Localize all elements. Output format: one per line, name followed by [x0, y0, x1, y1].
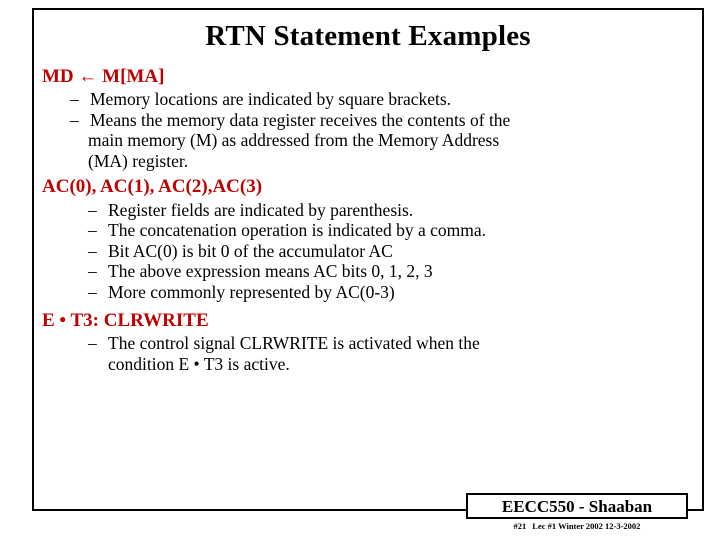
section-heading-ac: AC(0), AC(1), AC(2),AC(3)	[42, 176, 263, 198]
slide-border	[32, 8, 704, 511]
bullet-dash: –	[88, 199, 97, 220]
bullet-text: Register fields are indicated by parenth…	[108, 199, 414, 220]
bullet-item: – The above expression means AC bits 0, …	[88, 261, 692, 281]
bullet-text: (MA) register.	[88, 150, 189, 171]
bullet-continuation: condition E • T3 is active.	[108, 354, 692, 374]
bullet-dash: –	[70, 89, 79, 110]
page-title: RTN Statement Examples	[205, 20, 531, 52]
section-heading-clrwrite: E • T3: CLRWRITE	[42, 310, 209, 332]
bullet-text: Means the memory data register receives …	[90, 109, 511, 130]
section-heading-md: MD ← M[MA]	[42, 66, 165, 87]
bullet-continuation: main memory (M) as addressed from the Me…	[88, 130, 692, 150]
bullet-text: condition E • T3 is active.	[108, 353, 290, 374]
bullet-dash: –	[88, 240, 97, 261]
bullet-dash: –	[70, 109, 79, 130]
bullet-continuation: (MA) register.	[88, 151, 692, 171]
spacer	[42, 302, 692, 310]
bullet-dash: –	[88, 333, 97, 354]
bullet-item: – Memory locations are indicated by squa…	[70, 89, 692, 109]
status-badge: EECC550 - Shaaban	[466, 493, 688, 519]
bullet-item: – The control signal CLRWRITE is activat…	[88, 333, 692, 353]
bullet-text: main memory (M) as addressed from the Me…	[88, 130, 500, 151]
bullet-dash: –	[88, 281, 97, 302]
bullet-text: Bit AC(0) is bit 0 of the accumulator AC	[108, 240, 393, 261]
bullet-item: – Bit AC(0) is bit 0 of the accumulator …	[88, 241, 692, 261]
bullet-item: – The concatenation operation is indicat…	[88, 220, 692, 240]
slide-body: MD ← M[MA] – Memory locations are indica…	[42, 66, 692, 374]
slide-footer: #21 Lec #1 Winter 2002 12-3-2002	[466, 521, 688, 531]
bullet-text: Memory locations are indicated by square…	[90, 89, 452, 110]
bullet-text: The control signal CLRWRITE is activated…	[108, 333, 480, 354]
bullet-text: The above expression means AC bits 0, 1,…	[108, 261, 433, 282]
footer-text: Lec #1 Winter 2002 12-3-2002	[532, 521, 641, 531]
bullet-text: The concatenation operation is indicated…	[108, 220, 487, 241]
bullet-item: – Means the memory data register receive…	[70, 110, 692, 130]
bullet-item: – Register fields are indicated by paren…	[88, 200, 692, 220]
bullet-text: More commonly represented by AC(0-3)	[108, 281, 395, 302]
bullet-dash: –	[88, 261, 97, 282]
bullet-item: – More commonly represented by AC(0-3)	[88, 282, 692, 302]
slide-number: #21	[513, 521, 527, 531]
bullet-dash: –	[88, 220, 97, 241]
